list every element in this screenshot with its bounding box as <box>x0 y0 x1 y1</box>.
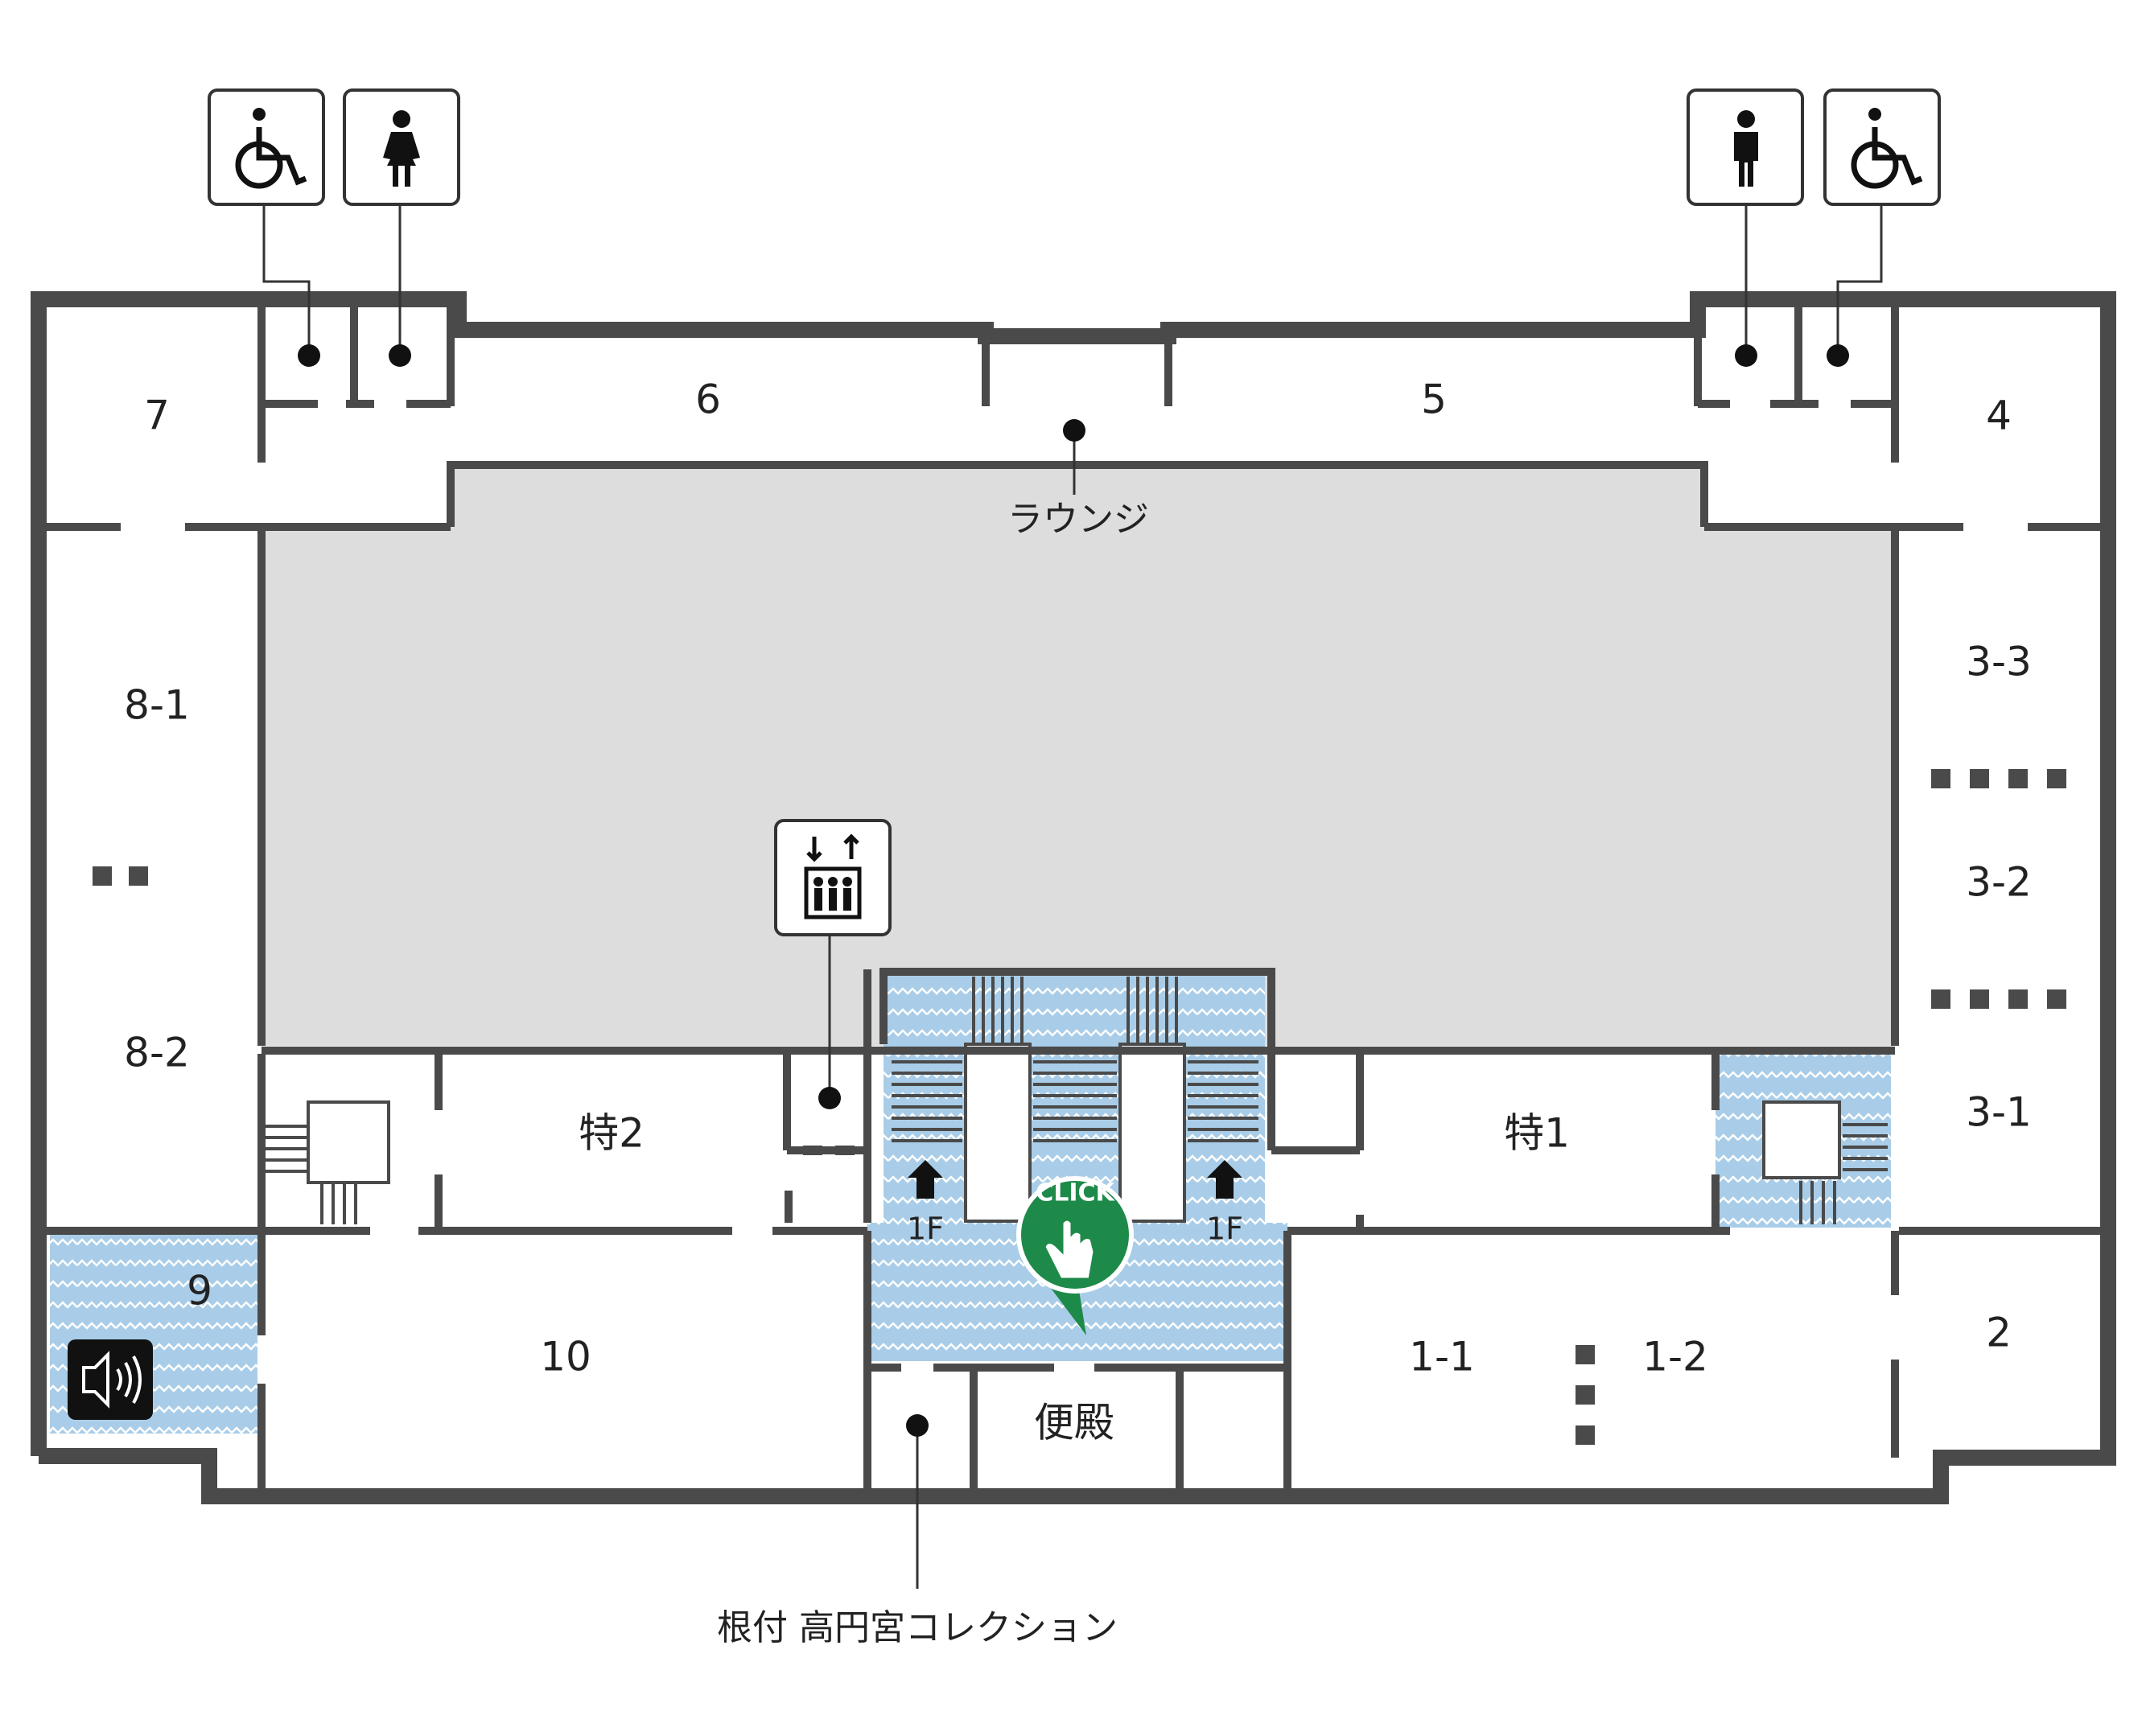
stair-treads <box>892 977 1258 1142</box>
room-10-label: 10 <box>540 1334 591 1380</box>
room-8-2-label: 8-2 <box>124 1030 190 1076</box>
stairs-1f-left-label: 1F <box>907 1211 944 1247</box>
room-3-3-label: 3-3 <box>1966 639 2032 685</box>
room-3-1-label: 3-1 <box>1966 1089 2032 1136</box>
room-binden-label: 便殿 <box>1034 1400 1114 1446</box>
room-1-1-label: 1-1 <box>1409 1334 1475 1380</box>
stair-right-block <box>1762 1100 1888 1224</box>
elevator-icon[interactable] <box>774 819 892 936</box>
leader-lines <box>262 203 1883 1589</box>
room-7-label: 7 <box>144 393 170 439</box>
toilet-accessible-right-icon[interactable] <box>1823 88 1941 206</box>
room-3-2-label: 3-2 <box>1966 859 2032 906</box>
room-1-2-label: 1-2 <box>1642 1334 1708 1380</box>
pointing-hand-icon <box>1043 1218 1096 1281</box>
stair-core-left <box>964 1043 1032 1223</box>
outer-walls <box>31 291 2116 1504</box>
up-arrow-left-icon <box>908 1160 943 1199</box>
room-toku1-label: 特1 <box>1504 1110 1570 1157</box>
toilet-accessible-left-icon[interactable] <box>208 88 325 206</box>
partition-dashes <box>93 769 2066 1445</box>
up-arrow-right-icon <box>1207 1160 1242 1199</box>
room-4-label: 4 <box>1986 393 2012 439</box>
click-marker[interactable] <box>1016 1176 1134 1335</box>
interior-walls <box>39 306 2108 1496</box>
speaker-icon[interactable] <box>68 1339 153 1420</box>
lounge-label: ラウンジ <box>1007 499 1149 540</box>
stair-core-right <box>1118 1043 1186 1223</box>
collection-label: 根付 高円宮コレクション <box>717 1607 1118 1648</box>
toilet-men-icon[interactable] <box>1687 88 1804 206</box>
stair-left-block <box>266 1100 390 1224</box>
room-toku2-label: 特2 <box>579 1110 645 1157</box>
lounge-area <box>262 465 1895 1046</box>
room-8-1-label: 8-1 <box>124 682 190 729</box>
room-5-label: 5 <box>1421 376 1447 423</box>
room-2-label: 2 <box>1986 1310 2012 1356</box>
room-9-label: 9 <box>187 1268 212 1314</box>
toilet-women-icon[interactable] <box>343 88 460 206</box>
location-dots <box>298 344 1849 1437</box>
click-label[interactable]: CLICK <box>1036 1179 1115 1207</box>
stairs-1f-right-label: 1F <box>1206 1211 1243 1247</box>
room-6-label: 6 <box>695 376 721 423</box>
